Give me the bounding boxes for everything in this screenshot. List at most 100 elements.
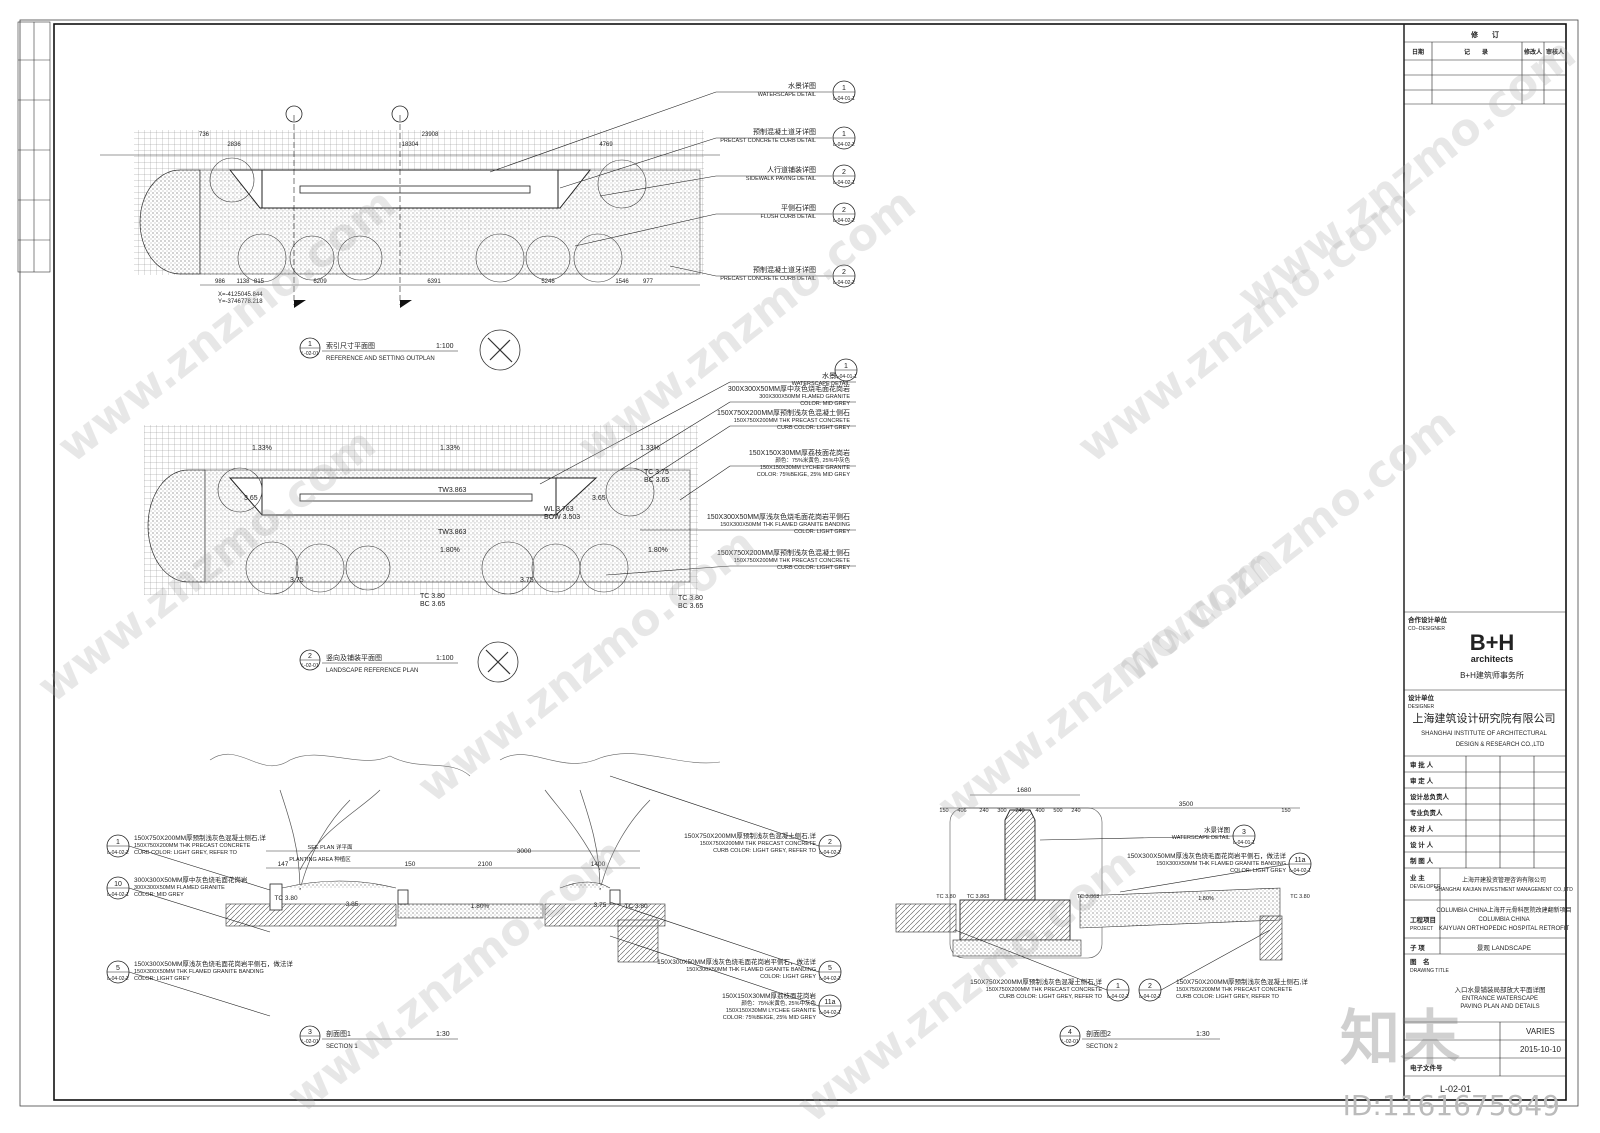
- section-2-callout-text: 150X750X200MM厚预制浅灰色混凝土侧石,详: [970, 977, 1102, 986]
- section-2-dimension: 3500: [1179, 801, 1194, 808]
- section-1-dimension: 1.80%: [471, 903, 490, 910]
- section-1-dimension: 1400: [591, 861, 606, 868]
- plan-2-callout-text: 300X300X50MM FLAMED GRANITE: [759, 394, 850, 400]
- left-binding-strip: [17, 21, 51, 273]
- subitem-value: 景观 LANDSCAPE: [1477, 944, 1532, 952]
- section-1-dimension: 150: [405, 861, 416, 868]
- leader-line: [559, 137, 717, 189]
- section-1-callout-text: 150X300X50MM THK FLAMED GRANITE BANDING: [134, 969, 264, 975]
- section-1-title-sheet: L-02-01: [301, 1039, 318, 1045]
- plan-2-water-feature: [261, 477, 557, 516]
- plan-1-callout-cn: 水景详图: [788, 81, 816, 90]
- section-1-callout-text: CURB COLOR: LIGHT GREY, REFER TO: [134, 850, 238, 856]
- plan-1-callout-en: SIDEWALK PAVING DETAIL: [746, 176, 816, 182]
- plan-2-callout-text: 150X750X200MM THK PRECAST CONCRETE: [734, 418, 851, 424]
- detail-reference-sheet: L-04-02-2: [107, 850, 129, 856]
- detail-reference-sheet: L-04-02-2: [833, 218, 855, 224]
- detail-reference-sheet: L-04-02-2: [819, 850, 841, 856]
- section-1-dimension: 2100: [478, 861, 493, 868]
- detail-reference-number: 5: [116, 965, 120, 972]
- revision-column-header: 修改人: [1523, 48, 1543, 56]
- section-2-title-number: 4: [1068, 1029, 1072, 1036]
- watermark-id: ID:1161675849: [1342, 1089, 1560, 1122]
- section-1-dimension: TC 3.80: [624, 903, 648, 910]
- leader-line: [489, 91, 717, 173]
- plan-2-elevation-label: BC 3.65: [678, 603, 703, 610]
- plan-1-scale: 1:100: [436, 343, 454, 350]
- leader-line: [649, 425, 731, 479]
- section-2-dimension: TC 3.863: [967, 894, 990, 900]
- approval-role-label: 制 图 人: [1410, 856, 1434, 865]
- plan-2-trees: [217, 467, 655, 595]
- section-2-scale: 1:30: [1196, 1031, 1210, 1038]
- plan-2-title-block: 2 L-02-01 竖向及铺装平面图 LANDSCAPE REFERENCE P…: [299, 641, 519, 683]
- section-1-callout-text: 150X750X200MM THK PRECAST CONCRETE: [134, 843, 251, 849]
- plan-2-elevation-label: 3.65: [244, 495, 258, 502]
- plan-2-callout-text: COLOR: 75%BEIGE, 25% MID GREY: [757, 472, 851, 478]
- plan-1-dimension: 986: [215, 279, 226, 285]
- plan-2-callout-text: COLOR: LIGHT GREY: [794, 529, 850, 535]
- section-1-dimension: 3000: [517, 848, 532, 855]
- plan-1-callout-en: FLUSH CURB DETAIL: [760, 214, 816, 220]
- leader-line: [128, 971, 271, 1017]
- detail-reference-sheet: L-04-02-2: [107, 976, 129, 982]
- plan-1-callout-en: WATERSCAPE DETAIL: [758, 92, 816, 98]
- section-1-title-block: 3 L-02-01 剖面图1 SECTION 1 1:30: [299, 1025, 458, 1050]
- approval-role-label: 审 定 人: [1410, 776, 1434, 785]
- detail-reference-number: 2: [842, 269, 846, 276]
- approval-role-label: 专业负责人: [1410, 808, 1443, 817]
- section-1-title-number: 3: [308, 1029, 312, 1036]
- plan-1-dimension: 736: [199, 132, 210, 138]
- section-1-callout-text: CURB COLOR: LIGHT GREY, REFER TO: [713, 848, 817, 854]
- approval-role-label: 审 批 人: [1410, 760, 1434, 769]
- drawing-title: 入口水景铺装局部放大平面详图: [1455, 985, 1546, 994]
- institute-name-en: DESIGN & RESEARCH CO.,LTD: [1456, 742, 1545, 748]
- detail-reference-number: 2: [842, 207, 846, 214]
- bh-logo-subtitle: architects: [1471, 654, 1514, 664]
- section-2-dimension: 500: [1053, 808, 1062, 814]
- developer-label: 业 主: [1410, 873, 1425, 882]
- leader-line: [574, 213, 717, 247]
- leader-line: [609, 935, 820, 1007]
- bh-logo-cn: B+H建筑师事务所: [1460, 670, 1524, 680]
- detail-reference-sheet: L-04-02-1: [833, 180, 855, 186]
- revision-column-header: 审核人: [1546, 48, 1565, 56]
- plan-1-coordinate-y: Y=-3746778.218: [218, 299, 263, 305]
- plan-2-elevation-label: TC 3.80: [420, 593, 445, 600]
- plan-2-elevation-label: TC 3.80: [678, 595, 703, 602]
- project-name: COLUMBIA CHINA上海开元骨科医院改建翻新项目: [1436, 906, 1571, 914]
- section-1-callout-text: COLOR: LIGHT GREY: [134, 976, 190, 982]
- plan-1-title-number: 1: [308, 341, 312, 348]
- plan-1-dimension: 4769: [599, 142, 613, 148]
- section-1-callout-text: COLOR: LIGHT GREY: [760, 974, 816, 980]
- section-2-dimension: 1680: [1017, 787, 1032, 794]
- plan-2-elevation-label: BC 3.65: [644, 477, 669, 484]
- project-label: 工程项目: [1410, 915, 1436, 924]
- plan-2-elevation-label: 3.75: [290, 577, 304, 584]
- plan-2-elevation-label: TW3.863: [438, 487, 467, 494]
- section-1-dimension: SEE PLAN 详平面: [308, 843, 353, 851]
- electronic-file-label: 电子文件号: [1410, 1063, 1443, 1072]
- section-2-callout-text: 150X750X200MM厚预制浅灰色混凝土侧石,详: [1176, 977, 1308, 986]
- section-2-dimension: 406: [957, 808, 966, 814]
- leader-line: [609, 901, 820, 973]
- plan-2-callout-text: 150X150X30MM厚荔枝面花岗岩: [749, 448, 850, 457]
- section-2-title-en: SECTION 2: [1086, 1044, 1118, 1050]
- section-2-dimension: 1.80%: [1198, 896, 1214, 902]
- sheet-number: L-02-01: [1440, 1084, 1471, 1094]
- leader-line: [619, 401, 731, 471]
- section-2-callout-text: 150X750X200MM THK PRECAST CONCRETE: [986, 987, 1103, 993]
- drawing-title: ENTRANCE WATERSCAPE: [1462, 996, 1538, 1002]
- detail-reference-number: 11a: [824, 999, 835, 1006]
- plan-2-callout-text: WATERSCAPE DETAIL: [792, 381, 850, 387]
- section-2-dimension: 400: [1035, 808, 1044, 814]
- section-1-callout-text: 300X300X50MM厚中灰色烧毛面花岗岩: [134, 875, 248, 884]
- section-1-callout-text: 150X750X200MM THK PRECAST CONCRETE: [700, 841, 817, 847]
- section-1-title-cn: 剖面图1: [326, 1029, 351, 1038]
- plan-2-elevation-label: 1.33%: [252, 445, 272, 452]
- detail-reference-number: 11a: [1294, 857, 1305, 864]
- section-1-callout-text: 颜色：75%米黄色, 25%中灰色: [741, 999, 816, 1007]
- co-designer-label: 合作设计单位: [1407, 615, 1448, 624]
